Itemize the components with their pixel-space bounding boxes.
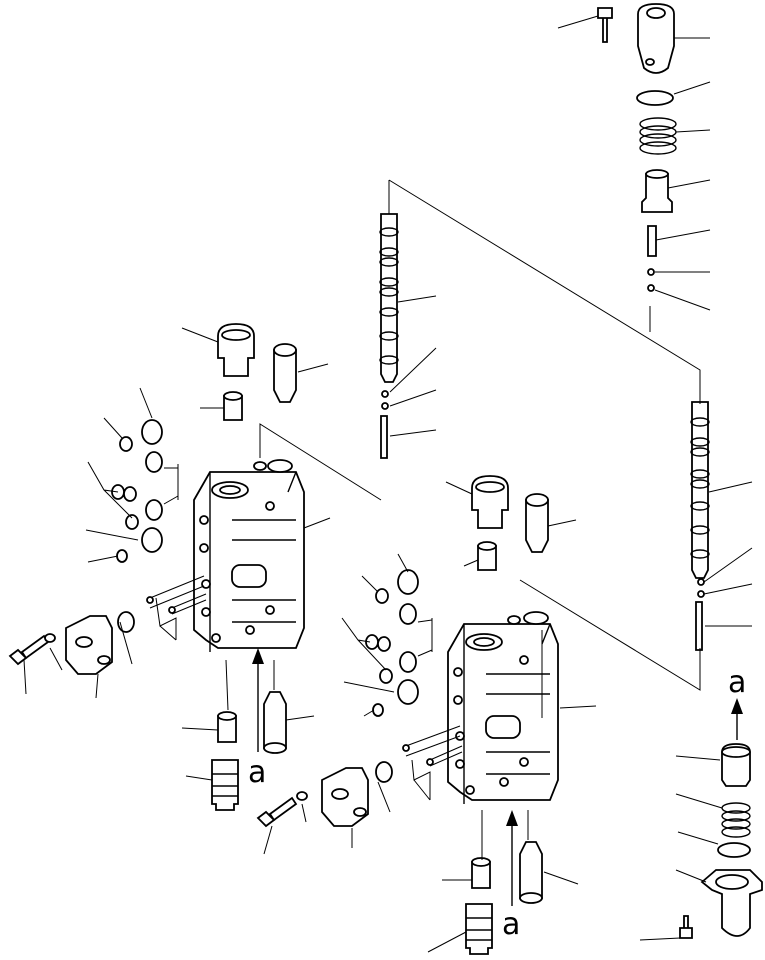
view-label-a-right: a — [502, 907, 520, 942]
spool-bracket-lines — [259, 179, 701, 691]
view-label-a-top: a — [728, 665, 746, 700]
bottom-cap-assembly — [679, 743, 763, 939]
leader-lines — [23, 15, 753, 953]
direction-arrows — [252, 648, 743, 906]
view-label-a-left: a — [248, 755, 266, 790]
top-cap-assembly — [597, 3, 677, 292]
right-spool — [690, 401, 710, 651]
upper-spool — [379, 213, 399, 459]
left-valve-block — [8, 323, 305, 811]
right-valve-block — [256, 475, 559, 955]
